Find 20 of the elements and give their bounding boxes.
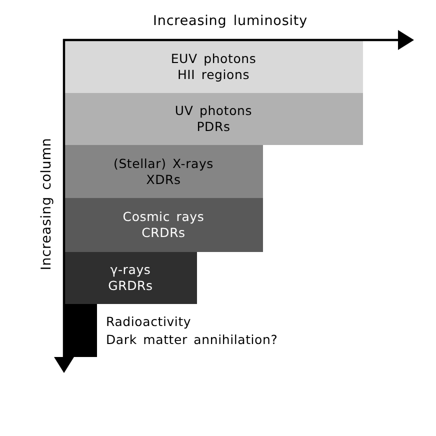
bar-label: PDRs — [196, 119, 230, 135]
bar-label: GRDRs — [108, 278, 153, 294]
bar — [64, 252, 197, 304]
bar — [64, 93, 363, 145]
bar — [64, 40, 363, 93]
bar-label: Cosmic rays — [122, 209, 204, 225]
bar-label: XDRs — [146, 172, 181, 188]
annotation-text: Radioactivity — [106, 313, 192, 330]
bar — [64, 304, 97, 357]
axis-label: Increasing luminosity — [153, 13, 308, 29]
bar-label: (Stellar) X-rays — [114, 156, 214, 172]
bar-label: CRDRs — [142, 225, 186, 241]
bar-label: HII regions — [177, 66, 250, 82]
bar-label: EUV photons — [170, 50, 256, 66]
axis-label: Increasing column — [38, 138, 54, 270]
bar-label: γ-rays — [110, 262, 151, 278]
annotation-text: Dark matter annihilation? — [106, 331, 278, 348]
bar — [64, 198, 263, 252]
bar — [64, 145, 263, 198]
bar-label: UV photons — [174, 103, 252, 119]
